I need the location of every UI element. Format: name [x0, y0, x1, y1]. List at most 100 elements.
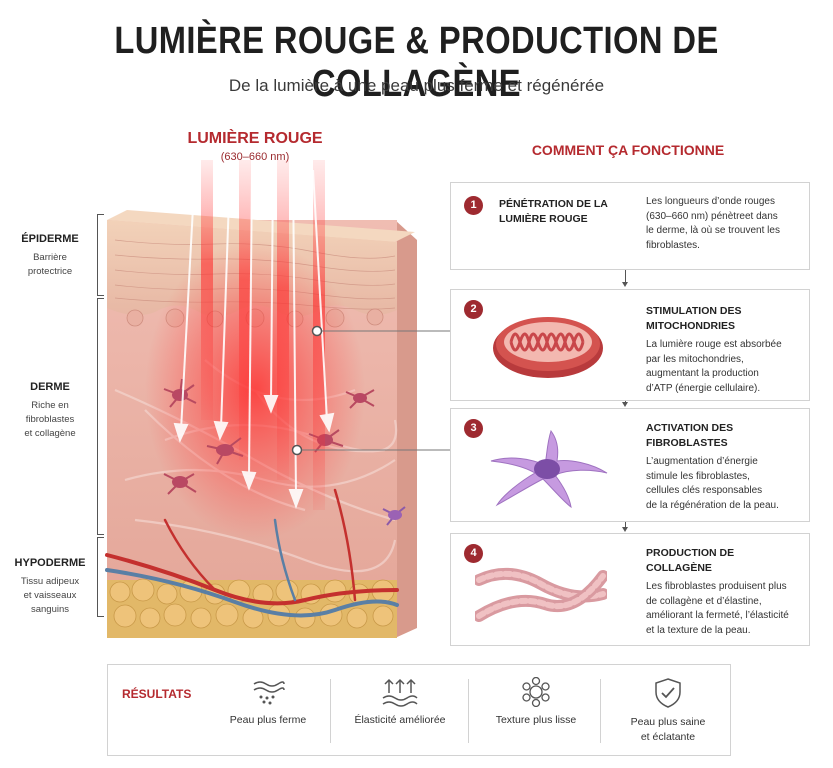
capillary: [163, 518, 217, 592]
layer-description: Riche en fibroblastes et collagène: [10, 399, 90, 440]
step-title-line: PÉNÉTRATION DE LA: [499, 198, 608, 210]
step-connector: [625, 270, 626, 284]
result-item-elasticity: Élasticité améliorée: [340, 665, 460, 757]
light-arrow: [248, 169, 253, 479]
result-label: Élasticité améliorée: [340, 713, 460, 728]
page-title: LUMIÈRE ROUGE & PRODUCTION DE COLLAGÈNE: [114, 20, 719, 105]
step-title-line: MITOCHONDRIES: [646, 319, 736, 332]
red-light-label: LUMIÈRE ROUGE: [187, 130, 323, 147]
step-number: 4: [464, 544, 483, 563]
result-label: Peau plus ferme: [208, 713, 328, 728]
arrow-tip: [263, 395, 279, 414]
arrow-tip: [319, 412, 335, 433]
block-side-face: [395, 220, 417, 638]
result-label: Peau plus saine et éclatante: [608, 715, 728, 744]
results-panel: RÉSULTATS Peau plus ferme Élasticité amé…: [107, 664, 731, 756]
arrow-tip: [173, 422, 189, 443]
result-label-line: Texture plus lisse: [495, 714, 577, 726]
result-item-smooth-texture: Texture plus lisse: [476, 665, 596, 757]
page-subtitle: De la lumière à une peau plus ferme et r…: [228, 76, 605, 95]
layer-name: HYPODERME: [14, 557, 86, 569]
layer-desc-line: fibroblastes: [25, 413, 75, 425]
step-text-line: stimule les fibroblastes,: [646, 470, 750, 482]
step-title: PRODUCTION DE COLLAGÈNE: [646, 546, 734, 575]
step-card-4: 4 PRODUCTION DE COLLAGÈNE Les fibroblast…: [450, 533, 810, 646]
light-arrow: [312, 169, 328, 421]
layer-label-dermis: DERME Riche en fibroblastes et collagène: [10, 381, 90, 440]
results-divider: [600, 679, 601, 743]
step-text-line: augmentant la production: [646, 368, 759, 379]
light-arrow: [292, 169, 297, 497]
step-card-2: 2 STIMULATION DES MITOCHONDRIES La lumiè…: [450, 289, 810, 401]
light-beam: [277, 160, 289, 480]
layer-description: Tissu adipeux et vaisseaux sanguins: [10, 575, 90, 616]
step-text: Les fibroblastes produisent plus de coll…: [646, 580, 789, 638]
light-arrows: [173, 169, 335, 509]
arrow-tip: [241, 470, 257, 491]
skin-surface: [107, 210, 415, 242]
step-title: ACTIVATION DES FIBROBLASTES: [646, 421, 733, 450]
step-text-line: améliorant la fermeté, l’élasticité: [646, 610, 789, 621]
layer-description: Barrière protectrice: [10, 251, 90, 279]
result-label-line: et éclatante: [640, 730, 696, 743]
results-divider: [468, 679, 469, 743]
step-connector: [625, 522, 626, 528]
step-text-line: de collagène et d’élastine,: [646, 595, 762, 607]
result-label-line: Peau plus ferme: [229, 714, 307, 726]
arrow-tip: [213, 420, 229, 441]
layer-name: ÉPIDERME: [21, 233, 79, 245]
step-text-line: Les fibroblastes produisent plus: [646, 581, 787, 592]
fibroblast-cell: [345, 389, 375, 409]
light-arrow: [220, 169, 231, 429]
step-number: 2: [464, 300, 483, 319]
step-text-line: cellules clés responsables: [646, 485, 763, 496]
result-item-firm-skin: Peau plus ferme: [208, 665, 328, 757]
epidermis-bracket: [97, 214, 104, 296]
layer-desc-line: Barrière: [33, 252, 67, 263]
red-light-range: (630–660 nm): [220, 151, 290, 163]
layer-desc-line: sanguins: [30, 603, 70, 615]
collagen-fibers-icon: [475, 567, 607, 622]
step-title: STIMULATION DES MITOCHONDRIES: [646, 304, 741, 333]
layer-name: DERME: [30, 381, 70, 393]
layer-desc-line: Tissu adipeux: [20, 576, 80, 587]
step-arrow: [622, 282, 628, 287]
shield-check-icon: [655, 678, 681, 708]
hypodermis-bracket: [97, 537, 104, 617]
fibroblast-cell: [382, 506, 406, 526]
fibroblast-icon: [490, 429, 608, 509]
layer-desc-line: Riche en: [31, 400, 69, 411]
layer-label-hypodermis: HYPODERME Tissu adipeux et vaisseaux san…: [10, 557, 90, 616]
result-item-healthy-skin: Peau plus saine et éclatante: [608, 665, 728, 757]
artery: [105, 553, 399, 606]
how-it-works-title: COMMENT ÇA FONCTIONNE: [531, 142, 725, 158]
layer-desc-line: protectrice: [27, 265, 73, 277]
results-title: RÉSULTATS: [122, 687, 192, 701]
step-title-line: PRODUCTION DE: [646, 547, 735, 559]
fibroblast-cell: [163, 473, 197, 495]
fibroblast-cell: [206, 437, 244, 465]
result-label: Texture plus lisse: [476, 713, 596, 728]
firm-skin-icon: [253, 681, 285, 705]
step-text-line: et la texture de la peau.: [646, 624, 751, 636]
step-text-line: de la régénération de la peau.: [646, 499, 779, 511]
red-light-glow: [145, 240, 365, 540]
step-text-line: La lumière rouge est absorbée: [646, 339, 782, 350]
dermis-bracket: [97, 298, 104, 535]
step-title-line: FIBROBLASTES: [646, 436, 728, 449]
layer-desc-line: et vaisseaux: [23, 589, 77, 601]
step-title-line: COLLAGÈNE: [646, 561, 712, 574]
step-card-3: 3 ACTIVATION DES FIBROBLASTES L’augmenta…: [450, 408, 810, 522]
step-title: PÉNÉTRATION DE LA LUMIÈRE ROUGE: [499, 197, 608, 226]
result-label-line: Élasticité améliorée: [354, 714, 446, 726]
step-title-line: LUMIÈRE ROUGE: [499, 212, 588, 225]
blood-vessels: [105, 488, 399, 618]
layer-label-epidermis: ÉPIDERME Barrière protectrice: [10, 233, 90, 279]
step-title-line: ACTIVATION DES: [646, 422, 734, 434]
results-divider: [330, 679, 331, 743]
fibroblast-callout-dot: [291, 444, 303, 456]
light-beam: [239, 160, 251, 460]
mitochondria-icon: [493, 317, 603, 378]
step-text-line: d’ATP (énergie cellulaire).: [646, 382, 761, 394]
step-text: Les longueurs d’onde rouges (630–660 nm)…: [646, 195, 780, 253]
